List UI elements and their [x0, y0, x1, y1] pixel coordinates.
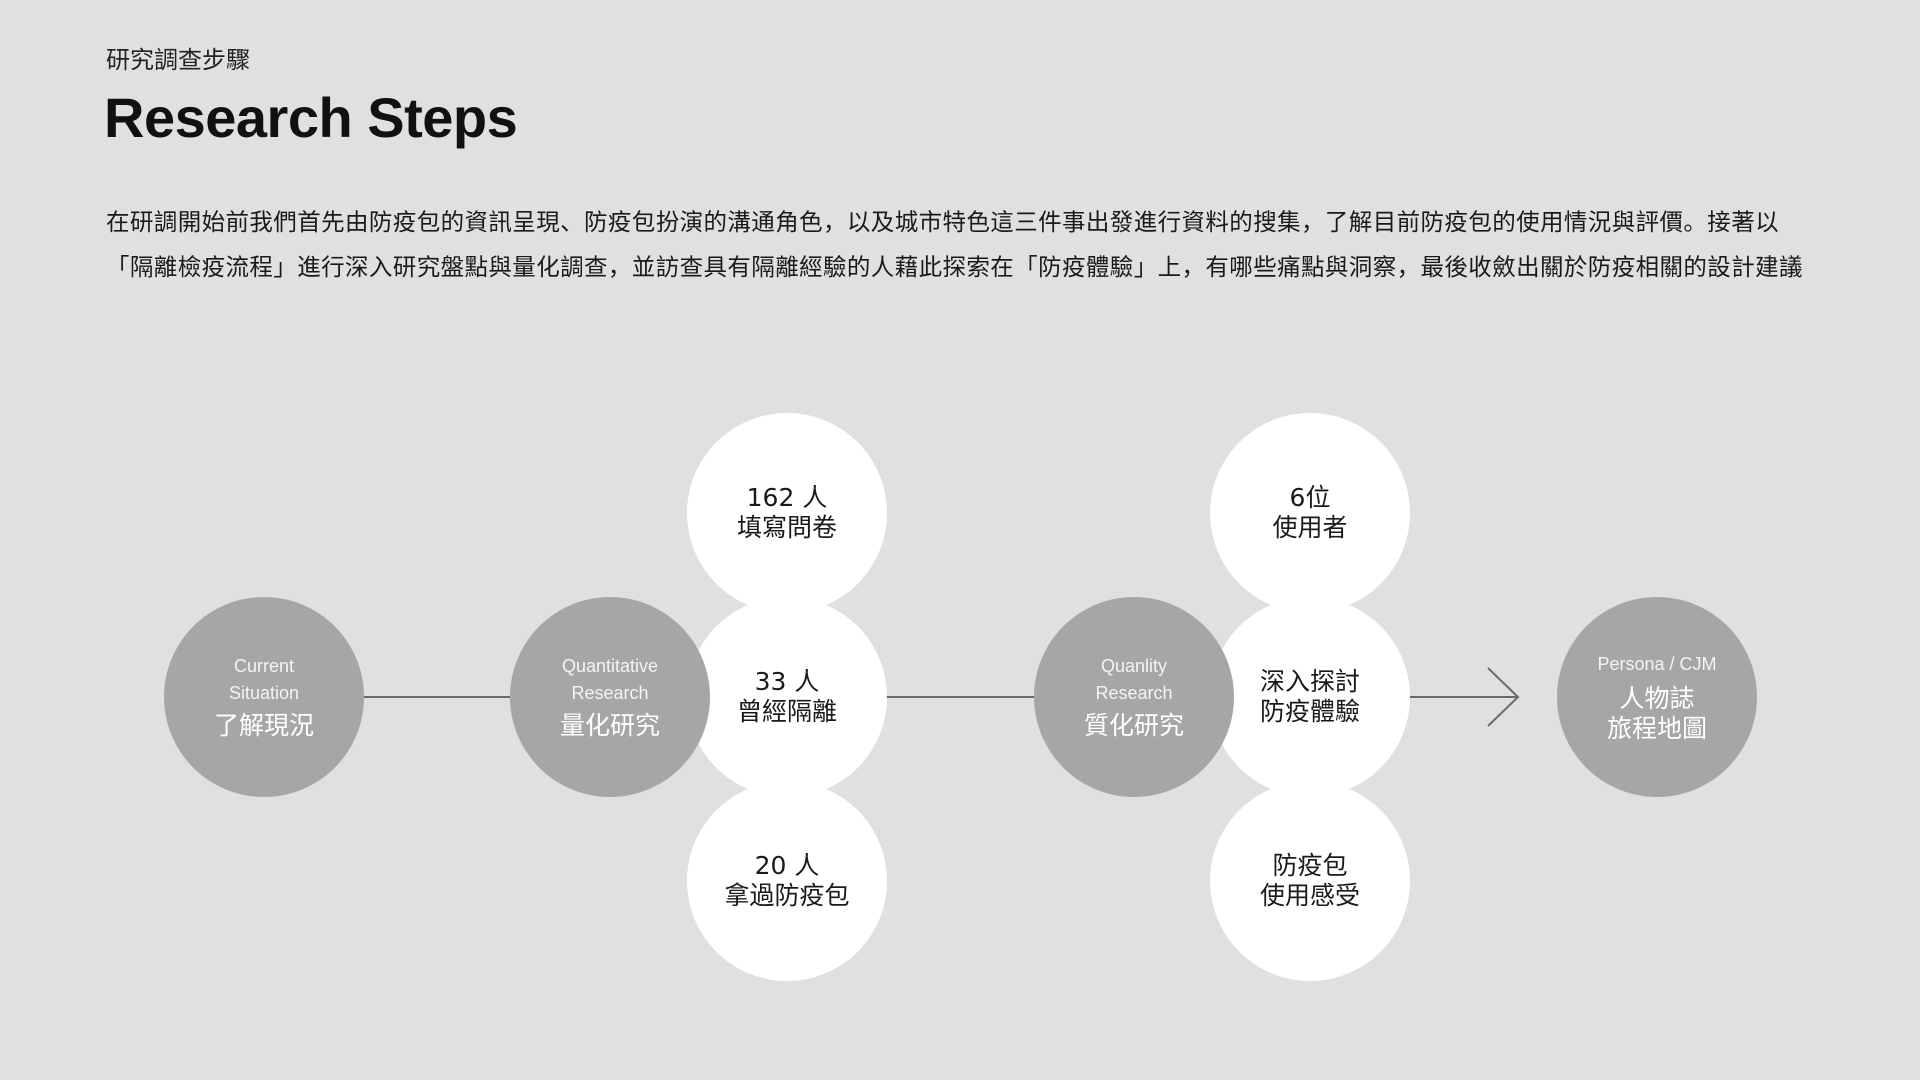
step-qualitative-research: Quanlity Research 質化研究: [1034, 597, 1234, 797]
step-persona-en: Persona / CJM: [1597, 653, 1717, 674]
step-qualitative-en-1: Quanlity: [1100, 656, 1168, 676]
step-current-situation-zh: 了解現況: [213, 711, 314, 740]
qual-result-kit-feedback: 防疫包 使用感受: [1210, 781, 1410, 981]
qual-result-kit-line1: 防疫包: [1272, 851, 1348, 880]
qual-result-experience-line1: 深入探討: [1259, 667, 1360, 696]
quant-result-survey-count: 162 人: [746, 483, 828, 512]
step-current-situation-en-2: Situation: [228, 683, 300, 703]
connector-line-3: [1408, 696, 1518, 698]
qual-result-experience: 深入探討 防疫體驗: [1210, 597, 1410, 797]
page-title: Research Steps: [104, 86, 518, 149]
intro-paragraph: 在研調開始前我們首先由防疫包的資訊呈現、防疫包扮演的溝通角色，以及城市特色這三件…: [106, 208, 1803, 281]
quant-result-quarantined-label: 曾經隔離: [736, 697, 837, 726]
quant-result-quarantined: 33 人 曾經隔離: [687, 597, 887, 797]
quant-result-kit-received: 20 人 拿過防疫包: [687, 781, 887, 981]
quant-result-quarantined-count: 33 人: [754, 667, 820, 696]
step-current-situation-en-1: Current: [233, 656, 295, 676]
quant-result-survey-label: 填寫問卷: [736, 513, 837, 542]
step-qualitative-zh: 質化研究: [1083, 711, 1184, 740]
step-persona-zh-2: 旅程地圖: [1606, 713, 1707, 743]
connector-line-2: [886, 696, 1034, 698]
connector-line-1: [362, 696, 512, 698]
page-subtitle: 研究調查步驟: [106, 46, 250, 74]
step-quantitative-en-2: Research: [571, 683, 649, 703]
step-persona-zh-1: 人物誌: [1619, 683, 1695, 713]
step-persona-cjm: Persona / CJM 人物誌 旅程地圖: [1557, 597, 1757, 797]
step-quantitative-zh: 量化研究: [559, 711, 660, 740]
qual-result-kit-line2: 使用感受: [1259, 881, 1360, 910]
step-current-situation: Current Situation 了解現況: [164, 597, 364, 797]
qual-result-users: 6位 使用者: [1210, 413, 1410, 613]
step-quantitative-en-1: Quantitative: [561, 656, 659, 676]
qual-result-users-count: 6位: [1289, 483, 1331, 512]
quant-result-kit-label: 拿過防疫包: [724, 881, 850, 910]
qual-result-experience-line2: 防疫體驗: [1259, 697, 1360, 726]
quant-result-kit-count: 20 人: [754, 851, 820, 880]
arrow-right-icon: [1487, 667, 1520, 727]
qual-result-users-label: 使用者: [1272, 513, 1348, 542]
step-quantitative-research: Quantitative Research 量化研究: [510, 597, 710, 797]
quant-result-survey: 162 人 填寫問卷: [687, 413, 887, 613]
step-qualitative-en-2: Research: [1095, 683, 1173, 703]
